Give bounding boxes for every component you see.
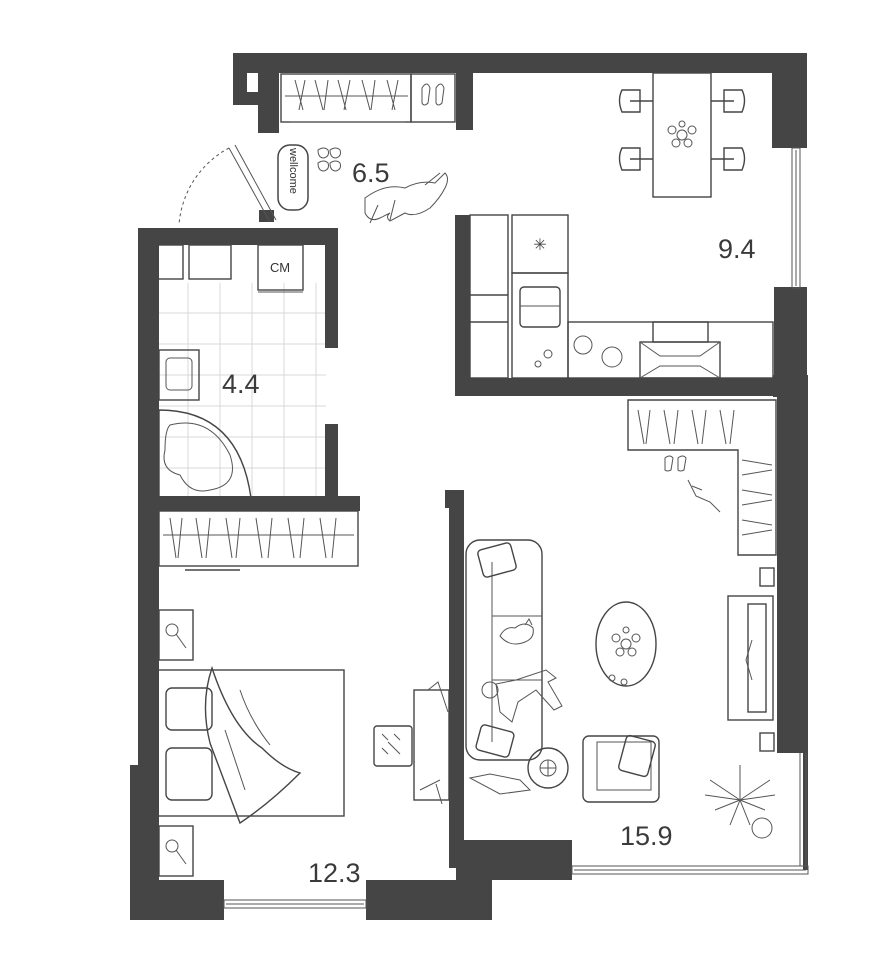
nightstands [158,609,194,877]
doormat-label: wellcome [287,147,299,194]
kitchen-set: ✳ [469,214,774,379]
walls [130,53,808,920]
side-table [468,747,569,795]
armchair [582,734,660,803]
tv-unit [727,567,775,752]
person-icon [481,669,563,723]
living-wardrobe [627,399,777,556]
snowflake-icon: ✳ [533,235,546,254]
area-bathroom: 4.4 [222,369,260,399]
room-areas: 6.5 9.4 4.4 12.3 15.9 [222,158,756,888]
area-bedroom: 12.3 [308,858,361,888]
plant-icon [704,765,776,839]
sofa [465,539,543,761]
area-living: 15.9 [620,821,673,851]
cat-icon [499,618,534,645]
flower-vase-icon [611,626,641,657]
bathroom-fixtures: СМ [156,244,304,499]
area-kitchen: 9.4 [718,234,756,264]
bedroom-wardrobe [158,510,359,571]
washing-machine-label: СМ [270,260,290,275]
desk [373,681,450,805]
doormat: wellcome [277,144,341,211]
flower-vase-icon [667,120,697,148]
hall-wardrobe [280,73,456,123]
windows [223,147,809,909]
dining-table [618,72,746,198]
bed [157,665,345,825]
area-hall: 6.5 [352,158,390,188]
coffee-table [595,601,657,687]
dog-icon [364,172,448,224]
entrance-door [178,144,277,226]
